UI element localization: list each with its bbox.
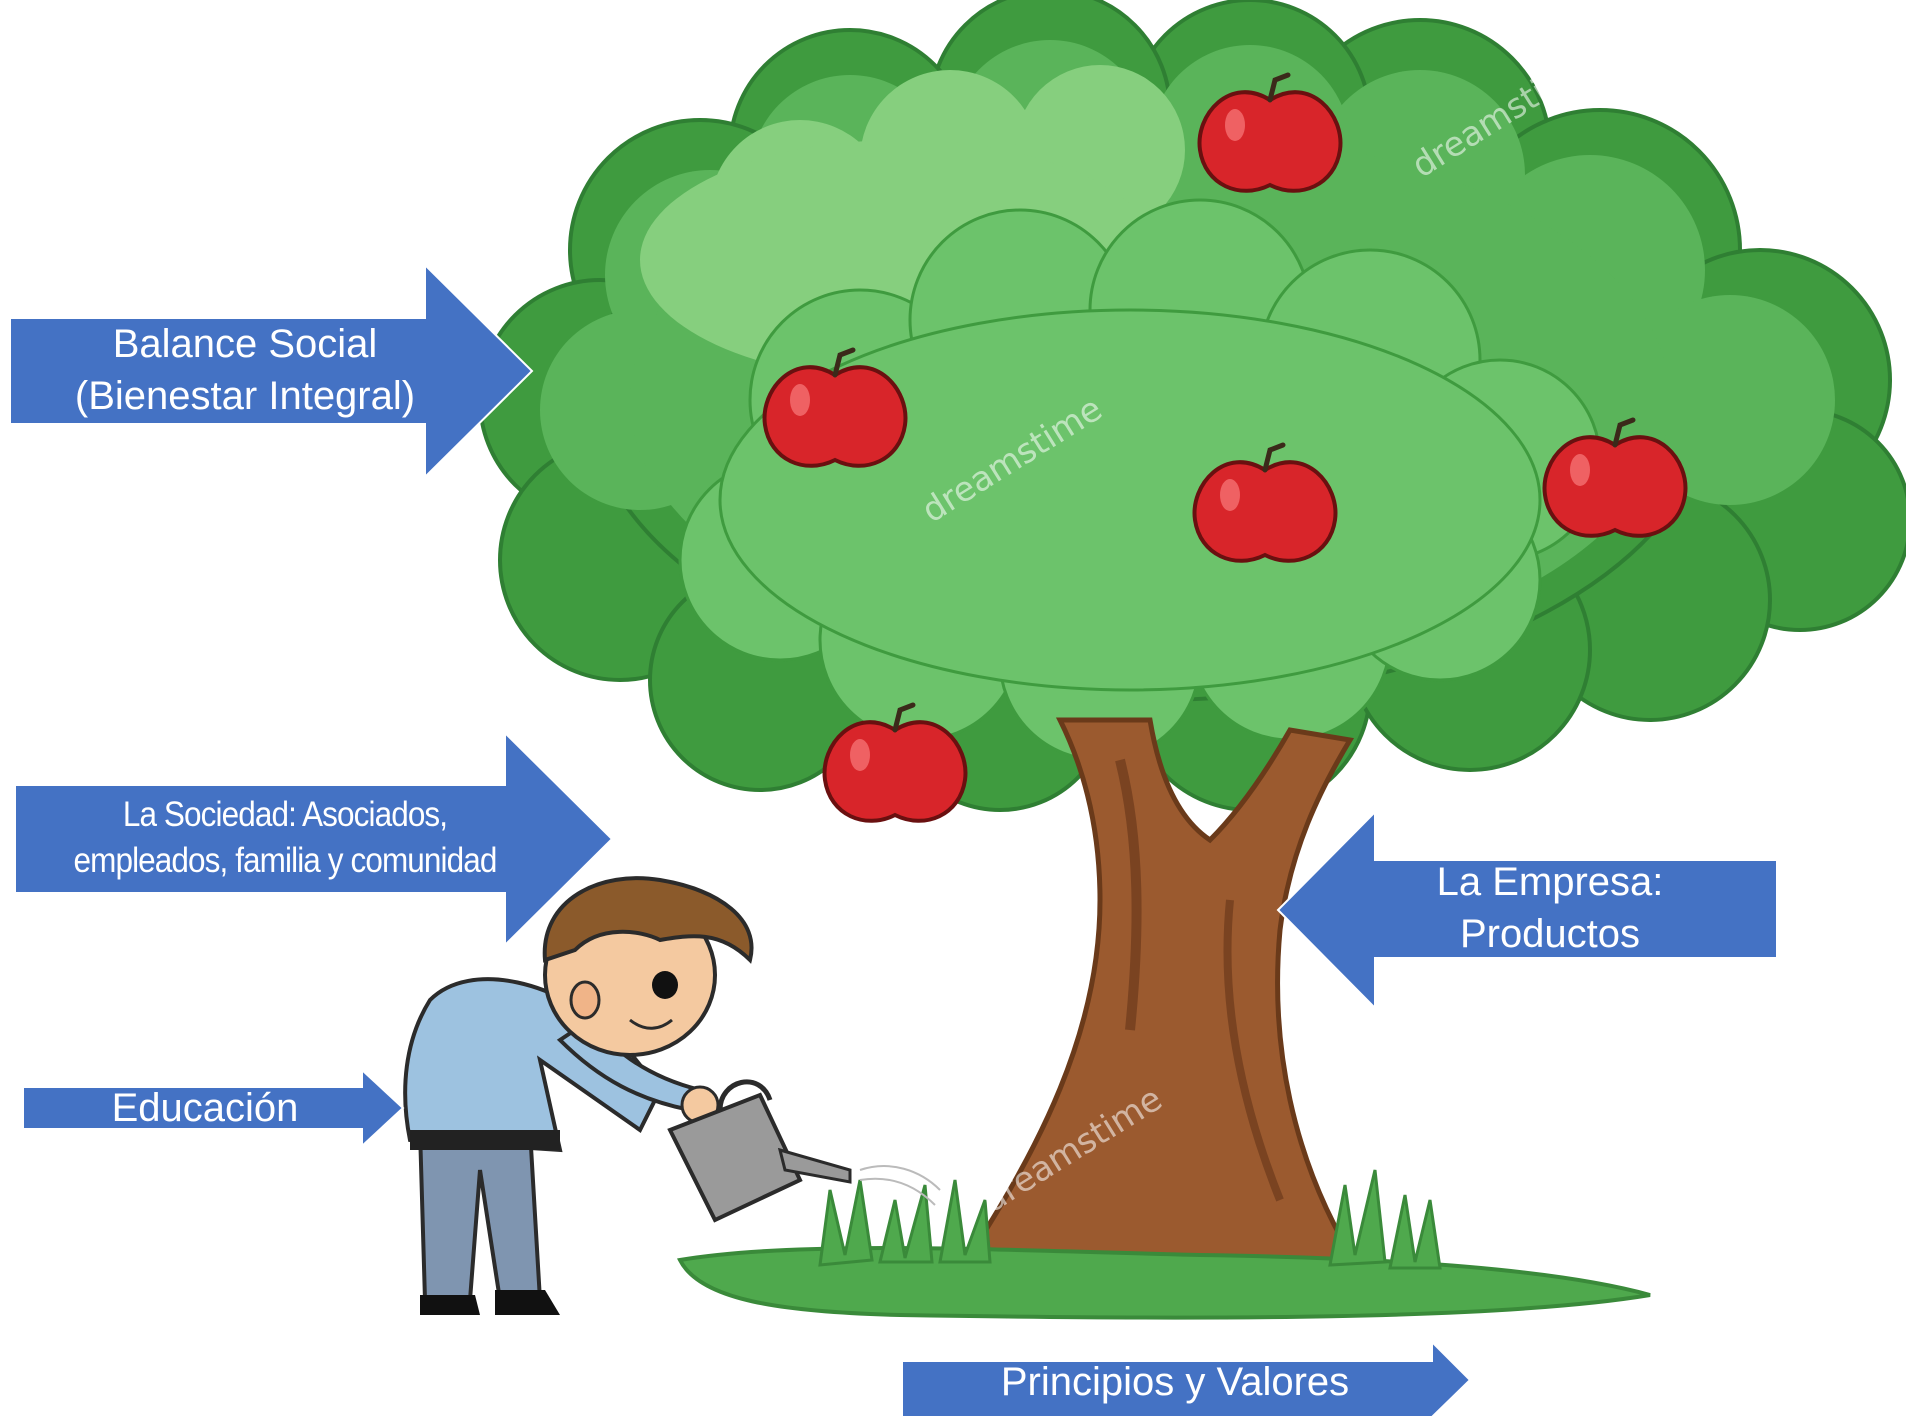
la-sociedad-line2: empleados, familia y comunidad — [73, 840, 498, 880]
arrow-la-sociedad — [14, 730, 614, 948]
la-empresa-line1: La Empresa: — [1436, 860, 1664, 904]
apple-icon — [822, 702, 968, 823]
apple-icon — [1197, 72, 1343, 193]
la-sociedad-label: La Sociedad: Asociados, empleados, famil… — [38, 792, 533, 883]
tree-canopy — [478, 0, 1906, 812]
la-empresa-line2: Productos — [1459, 912, 1641, 956]
arrow-educacion — [22, 1067, 405, 1149]
apple-icon — [1192, 442, 1338, 563]
arrows — [9, 262, 1778, 1417]
balance-social-line1: Balance Social — [112, 322, 378, 366]
balance-social-line2: (Bienestar Integral) — [74, 374, 416, 418]
principios-valores-label: Principios y Valores — [1000, 1360, 1350, 1404]
man-watering-icon — [403, 876, 754, 1315]
arrow-principios — [901, 1339, 1472, 1417]
arrow-balance-social — [9, 262, 534, 480]
apple-icon — [762, 347, 908, 468]
arrow-la-empresa — [1276, 809, 1778, 1011]
grass-icon — [676, 1169, 1651, 1320]
la-empresa-label: La Empresa: Productos — [1380, 856, 1720, 960]
la-sociedad-line1: La Sociedad: Asociados, — [122, 795, 448, 834]
balance-social-label: Balance Social (Bienestar Integral) — [40, 318, 450, 422]
apple-icon — [1542, 417, 1688, 538]
apples — [762, 72, 1688, 823]
watering-can-icon — [667, 1079, 941, 1223]
tree-trunk — [955, 717, 1365, 1273]
educacion-label: Educación — [111, 1086, 299, 1130]
